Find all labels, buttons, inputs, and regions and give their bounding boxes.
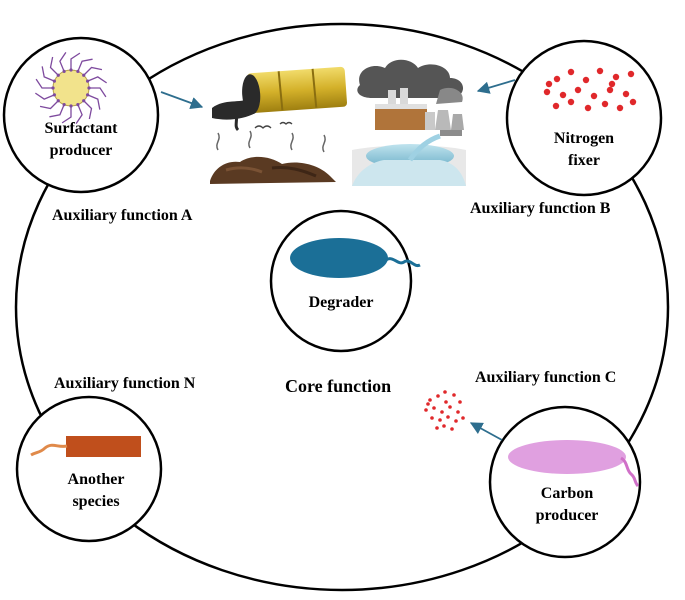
nitrogen-fixer-label-line2: fixer <box>568 152 600 169</box>
wastewater-pipe-icon <box>352 130 466 186</box>
auxiliary-function-n-label: Auxiliary function N <box>54 375 196 392</box>
factory-smoke-icon <box>357 59 464 130</box>
another-species-bacterium-icon <box>66 436 141 457</box>
oil-barrel-spill-icon <box>212 66 348 132</box>
nitrogen-fixer-label-line1: Nitrogen <box>554 130 614 147</box>
carbon-producer-node: Carbon producer <box>488 405 642 559</box>
another-species-label-line2: species <box>72 493 119 510</box>
degrader-label: Degrader <box>309 294 374 311</box>
carbon-producer-label-line1: Carbon <box>541 485 594 502</box>
arrow-nitrogen-to-pollutants <box>476 79 516 94</box>
core-function-label: Core function <box>285 376 391 396</box>
surfactant-micelle-icon <box>35 52 107 124</box>
auxiliary-function-b-label: Auxiliary function B <box>470 200 611 217</box>
carbon-producer-flagellum-icon <box>620 456 640 488</box>
nitrogen-fixer-node: Nitrogen fixer <box>505 39 663 197</box>
degrader-bacterium-icon <box>290 238 388 278</box>
carbon-dots-icon <box>424 390 465 431</box>
surfactant-producer-node: Surfactant producer <box>2 36 160 194</box>
carbon-producer-bacterium-icon <box>508 440 626 474</box>
auxiliary-function-a-label: Auxiliary function A <box>52 207 193 224</box>
carbon-producer-label-line2: producer <box>536 507 599 524</box>
surfactant-producer-label-line2: producer <box>50 142 113 159</box>
surfactant-producer-label-line1: Surfactant <box>45 120 119 137</box>
auxiliary-function-c-label: Auxiliary function C <box>475 369 616 386</box>
contaminated-soil-icon <box>210 121 336 184</box>
degrader-node: Degrader <box>269 209 421 353</box>
another-species-flagellum-icon <box>30 443 68 457</box>
another-species-node: Another species <box>15 395 163 543</box>
arrow-surfactant-to-pollutants <box>160 91 204 110</box>
consortium-boundary <box>14 22 670 592</box>
degrader-flagellum-icon <box>385 257 421 268</box>
arrow-carbon-to-dots <box>469 422 503 441</box>
another-species-label-line1: Another <box>68 471 125 488</box>
nitrogen-dots-icon <box>543 67 637 112</box>
